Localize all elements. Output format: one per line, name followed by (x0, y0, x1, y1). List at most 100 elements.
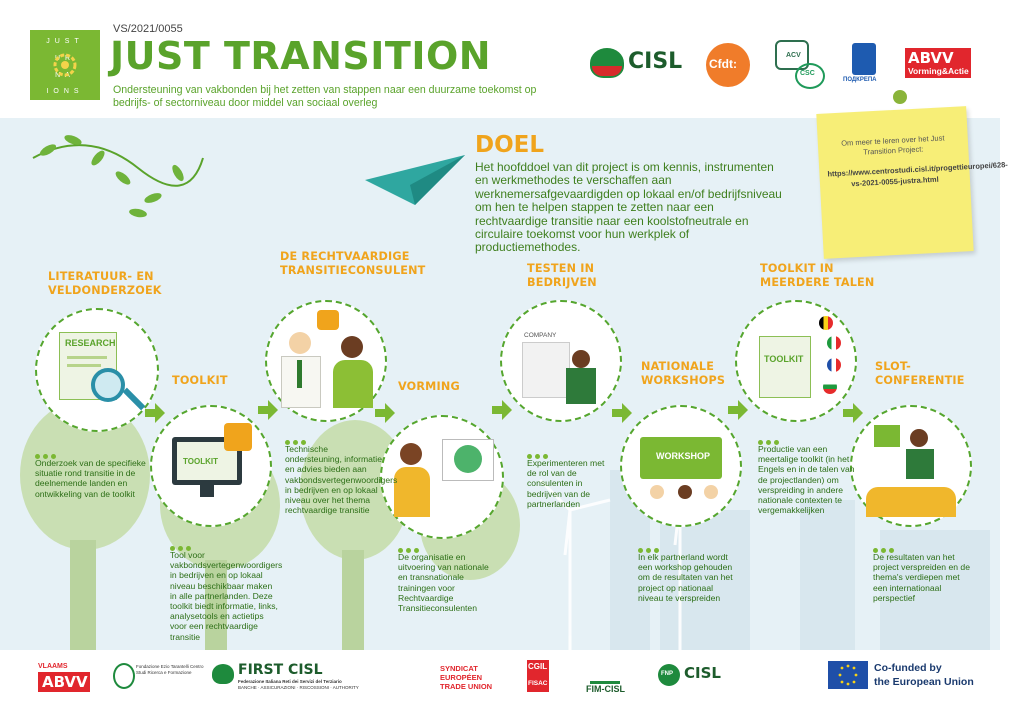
flag-it-icon (827, 336, 841, 350)
abvv-vorming-actie-logo: ABVV Vorming&Actie (905, 48, 971, 78)
workshop-board (640, 437, 722, 479)
fim-cisl-icon (590, 661, 620, 684)
speaker-body (906, 449, 934, 479)
logo-letters: UR (54, 55, 76, 62)
step-3-illustration (265, 300, 387, 422)
trainer-head (400, 443, 422, 465)
step-1-title: LITERATUUR- EN VELDONDERZOEK (48, 270, 162, 297)
participant-icon (678, 485, 692, 499)
factory-silhouette (800, 500, 855, 650)
fondazione-tarantelli-text: Fondazione Ezio Tarantelli Centro Studi … (136, 664, 204, 675)
step-1-text: Onderzoek van de specifieke situatie ron… (35, 458, 146, 499)
step-4-illustration (380, 415, 504, 539)
podkrepa-logo-icon (852, 43, 876, 75)
step-2-text: Tool voor vakbondsvertegenwoordigers in … (170, 550, 283, 642)
abvv-logo-text: ABVV (908, 49, 954, 67)
participant-icon (704, 485, 718, 499)
eu-cofunded-line1: Co-funded by (874, 662, 942, 674)
step-7-text: Productie van een meertalige toolkit (in… (758, 444, 855, 516)
tree-trunk (70, 540, 96, 650)
step-8-illustration (850, 405, 972, 527)
dots-separator (527, 446, 559, 459)
toolkit-book-label: TOOLKIT (764, 354, 804, 364)
page-subtitle: Ondersteuning van vakbonden bij het zett… (113, 84, 537, 109)
step-4-title: VORMING (398, 380, 460, 393)
page-title: JUST TRANSITION (110, 34, 492, 78)
eu-stars-icon (838, 664, 858, 686)
dots-separator (398, 540, 430, 553)
tie (297, 360, 302, 388)
syndicat-europeen-logo: SYNDICAT EUROPÉEN TRADE UNION (440, 664, 493, 691)
document-line (67, 356, 107, 359)
magnifier-handle (122, 387, 146, 411)
globe-icon (454, 445, 482, 473)
step-3-text: Technische ondersteuning, informatie en … (285, 444, 398, 516)
arrow-right-down-icon (612, 403, 632, 423)
abvv-logo-subtext: Vorming&Actie (908, 66, 969, 76)
doel-paragraph: Het hoofddoel van dit project is om kenn… (475, 160, 782, 255)
speech-bubble-icon (317, 310, 339, 330)
step-1-illustration: RESEARCH (35, 308, 159, 432)
abvv-footer-text: ABVV (42, 673, 88, 691)
eu-flag-icon (828, 661, 868, 689)
first-cisl-icon (212, 664, 234, 684)
project-link[interactable]: https://www.centrostudi.cisl.it/progetti… (827, 160, 1009, 189)
step-6-text: In elk partnerland wordt een workshop ge… (638, 552, 733, 603)
worker-body (333, 360, 373, 408)
fisac-text: FISAC (528, 680, 548, 687)
step-5-title: TESTEN IN BEDRIJVEN (527, 262, 597, 289)
employee-head (572, 350, 590, 368)
factory-silhouette (880, 530, 990, 650)
csc-logo-icon (795, 63, 825, 89)
consultant-head (289, 332, 311, 354)
first-cisl-text: FIRST CISL (238, 662, 323, 678)
first-cisl-subtext2: BANCHE · ASSICURAZIONI · RISCOSSIONI · A… (238, 685, 359, 690)
logo-letters: JUST (46, 38, 84, 45)
document-line (67, 364, 101, 367)
trainer-body (394, 467, 430, 517)
acv-logo-icon (775, 40, 809, 70)
fnp-cisl-icon: FNP (658, 664, 680, 686)
cisl-logo-icon (592, 66, 622, 76)
step-7-illustration: TOOLKIT (735, 300, 857, 422)
company-building (522, 342, 570, 398)
paper-plane-icon (365, 155, 465, 205)
vlaams-abvv-logo: ABVV (38, 672, 90, 692)
flag-be-icon (819, 316, 833, 330)
fondazione-tarantelli-icon (113, 663, 135, 689)
dots-separator (758, 432, 790, 445)
dots-separator (170, 538, 202, 551)
step-5-text: Experimenteren met de rol van de consule… (527, 458, 605, 509)
dots-separator (285, 432, 317, 445)
dots-separator (638, 540, 670, 553)
fnp-cisl-text: CISL (684, 664, 721, 682)
step-6-illustration: WORKSHOP (620, 405, 742, 527)
arrow-right-up-icon (258, 400, 278, 420)
sticky-intro: Om meer te leren over het Just Transitio… (840, 133, 945, 157)
fnp-text: FNP (661, 671, 673, 677)
logo-letters: NA (55, 72, 75, 79)
csc-logo-text: CSC (800, 70, 815, 77)
doel-heading: DOEL (475, 132, 545, 158)
participant-icon (650, 485, 664, 499)
step-8-text: De resultaten van het project verspreide… (873, 552, 970, 603)
pin-icon (893, 90, 907, 104)
research-label: RESEARCH (65, 338, 116, 348)
arrow-right-down-icon (843, 403, 863, 423)
audience-icon (866, 487, 956, 517)
dots-separator (873, 540, 905, 553)
cfdt-logo: Cfdt: (706, 43, 750, 87)
logo-letters: IONS (46, 88, 84, 95)
just-transition-logo: JUST UR NA IONS (30, 30, 100, 100)
step-2-illustration: TOOLKIT (150, 405, 272, 527)
podkrepa-logo-text: ПОДКРЕПА (843, 77, 877, 83)
arrow-right-down-icon (375, 403, 395, 423)
cisl-logo-text: CISL (628, 49, 683, 74)
dots-separator (35, 446, 67, 459)
step-2-title: TOOLKIT (172, 374, 228, 387)
conference-screen (874, 425, 900, 447)
step-4-text: De organisatie en uitvoering van nationa… (398, 552, 489, 614)
magnifier-icon (91, 368, 125, 402)
flag-fr-icon (827, 358, 841, 372)
cgil-text: CGIL (528, 662, 548, 671)
